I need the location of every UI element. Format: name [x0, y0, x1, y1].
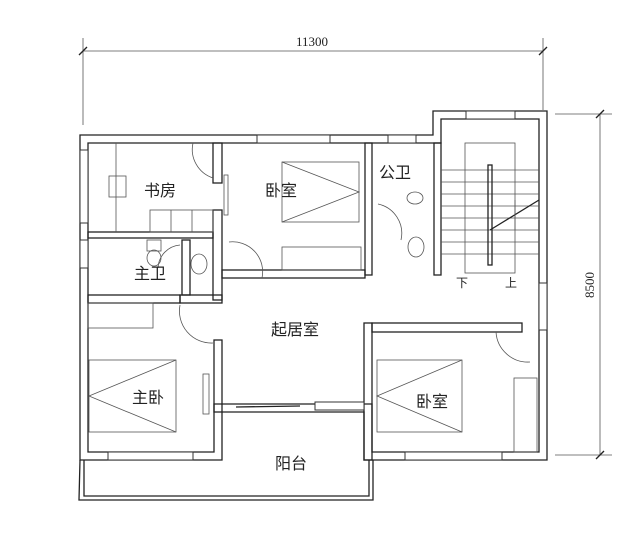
stair-down-label: 下: [456, 276, 468, 290]
toilet-icon: [146, 239, 162, 252]
room-label-study: 书房: [144, 181, 176, 200]
stair-up-label: 上: [505, 276, 517, 290]
staircase: 下 上: [441, 142, 540, 290]
room-label-public-bath: 公卫: [379, 163, 411, 182]
wardrobe-icon: [87, 302, 154, 329]
tv-icon: [223, 174, 229, 216]
tv-icon: [202, 373, 210, 415]
furniture: [87, 143, 538, 453]
wardrobe-icon: [513, 377, 538, 453]
exterior-walls: [79, 110, 548, 461]
basin-icon: [407, 236, 425, 258]
room-label-master-bath: 主卫: [134, 264, 166, 283]
basin-icon: [190, 253, 208, 275]
balcony-outline: [78, 459, 374, 501]
interior-walls: [87, 142, 523, 461]
depth-dimension-label: 8500: [582, 272, 597, 298]
handrail: [487, 164, 493, 266]
toilet-icon: [406, 191, 424, 205]
doors: [157, 142, 531, 411]
study-chair-icon: [108, 175, 127, 198]
study-cabinet: [149, 209, 214, 233]
width-dimension-label: 11300: [296, 34, 328, 49]
width-dimension: 11300: [78, 34, 548, 125]
room-label-living: 起居室: [271, 320, 319, 339]
room-label-bedroom-north: 卧室: [265, 181, 297, 200]
windows: [79, 110, 548, 461]
wardrobe-icon: [281, 246, 362, 271]
room-label-master-bedroom: 主卧: [132, 388, 164, 407]
depth-dimension: 8500: [555, 109, 612, 460]
room-label-balcony: 阳台: [275, 454, 307, 473]
room-label-bedroom-south: 卧室: [416, 392, 448, 411]
